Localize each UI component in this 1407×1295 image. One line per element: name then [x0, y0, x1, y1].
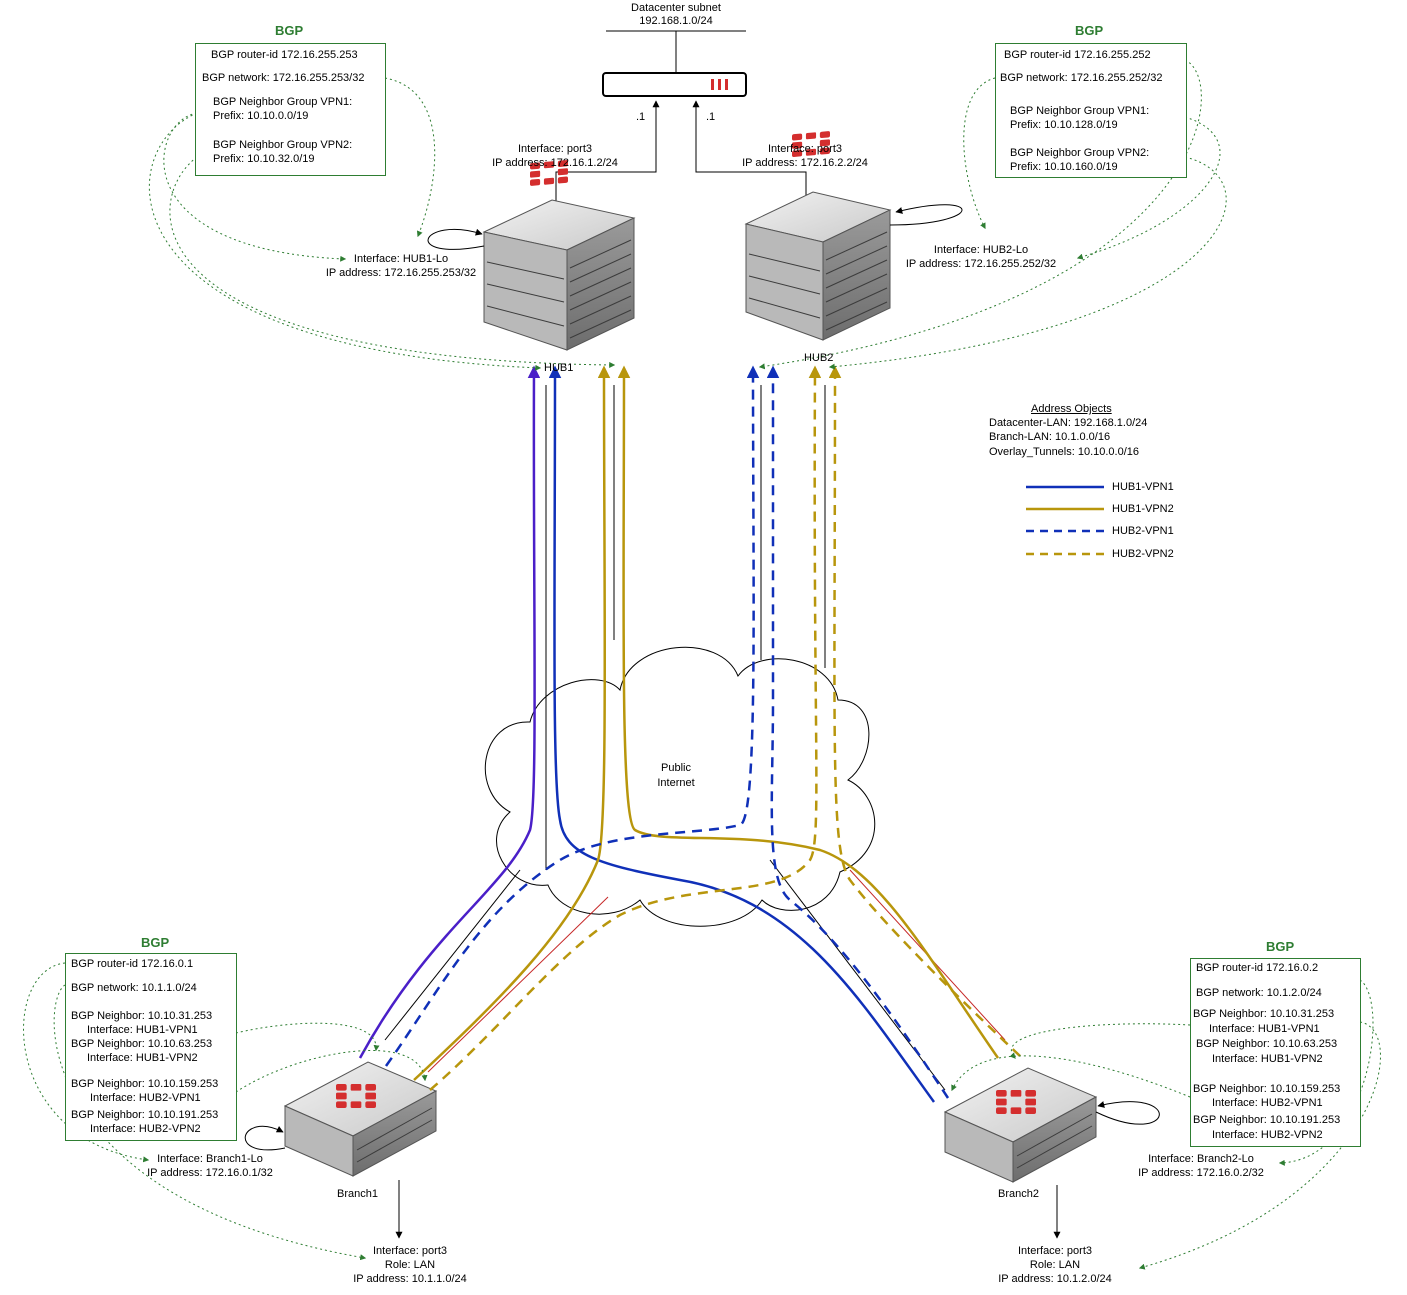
address-object-item: Branch-LAN: 10.1.0.0/16 [989, 431, 1111, 443]
tunnel-hub2-vpn1-branch2 [766, 365, 950, 1099]
tunnel-hub1-vpn2-branch1 [413, 365, 611, 1081]
branch2-name: Branch2 [998, 1188, 1039, 1200]
branch1-bgp-neighbor: BGP Neighbor: 10.10.63.253 [71, 1038, 213, 1050]
fortigate-appliance-icon [943, 1067, 1098, 1183]
hub2-port3-interface: Interface: port3 [768, 143, 842, 155]
hub1-name: HUB1 [544, 362, 574, 374]
legend-label-hub1-vpn2: HUB1-VPN2 [1112, 503, 1174, 515]
fortigate-chassis-icon [482, 159, 636, 351]
branch2-bgp-neighbor: BGP Neighbor: 10.10.63.253 [1196, 1038, 1338, 1050]
branch1-bgp-neighbor-interface: Interface: HUB2-VPN1 [90, 1092, 201, 1104]
branch1-bgp-network: BGP network: 10.1.1.0/24 [71, 982, 197, 994]
branch1-lan-role: Role: LAN [384, 1259, 436, 1271]
hub1-loopback-interface: Interface: HUB1-Lo [353, 253, 449, 265]
tunnel-hub2-vpn2-branch2 [828, 365, 1021, 1057]
branch1-bgp-neighbor: BGP Neighbor: 10.10.191.253 [71, 1109, 219, 1121]
fortigate-appliance-icon [283, 1061, 438, 1177]
legend-label-hub2-vpn1: HUB2-VPN1 [1112, 525, 1174, 537]
hub1-switch-ip-suffix: .1 [636, 111, 646, 123]
hub2-loopback-ip: IP address: 172.16.255.252/32 [905, 258, 1057, 270]
legend-label-hub1-vpn1: HUB1-VPN1 [1112, 481, 1174, 493]
branch2-bgp-neighbor-interface: Interface: HUB1-VPN2 [1212, 1053, 1323, 1065]
branch2-bgp-neighbor-interface: Interface: HUB2-VPN2 [1212, 1129, 1323, 1141]
branch2-bgp-neighbor: BGP Neighbor: 10.10.159.253 [1193, 1083, 1341, 1095]
branch1-bgp-router-id: BGP router-id 172.16.0.1 [71, 958, 194, 970]
hub2-switch-ip-suffix: .1 [706, 111, 716, 123]
datacenter-subnet-title: Datacenter subnet [631, 2, 721, 14]
hub2-bgp-router-id: BGP router-id 172.16.255.252 [1004, 49, 1151, 61]
branch1-bgp-box: BGP router-id 172.16.0.1 BGP network: 10… [65, 953, 237, 1141]
branch1-bgp-title: BGP [141, 935, 170, 950]
branch2-loopback-loop [1095, 1101, 1160, 1125]
hub1-bgp-title: BGP [275, 23, 304, 38]
branch1-loopback-loop [244, 1125, 286, 1151]
hub1-bgp-group2-prefix: Prefix: 10.10.32.0/19 [213, 153, 315, 165]
hub1-bgp-group2: BGP Neighbor Group VPN2: [213, 139, 353, 151]
tunnel-hub1-vpn1-branch2 [548, 365, 936, 1103]
branch1-loopback-ip: IP address: 172.16.0.1/32 [147, 1167, 273, 1179]
address-object-item: Datacenter-LAN: 192.168.1.0/24 [989, 417, 1148, 429]
branch2-bgp-neighbor-interface: Interface: HUB2-VPN1 [1212, 1097, 1323, 1109]
hub1-bgp-router-id: BGP router-id 172.16.255.253 [211, 49, 358, 61]
branch2-bgp-router-id: BGP router-id 172.16.0.2 [1196, 962, 1319, 974]
hub1-port3-ip: IP address: 172.16.1.2/24 [492, 157, 618, 169]
branch1-bgp-neighbor: BGP Neighbor: 10.10.159.253 [71, 1078, 219, 1090]
hub1-port3-interface: Interface: port3 [518, 143, 592, 155]
hub2-loopback-interface: Interface: HUB2-Lo [933, 244, 1029, 256]
branch1-name: Branch1 [337, 1188, 378, 1200]
hub1-bgp-network: BGP network: 172.16.255.253/32 [202, 72, 365, 84]
legend-label-hub2-vpn2: HUB2-VPN2 [1112, 548, 1174, 560]
address-objects-title: Address Objects [1031, 403, 1112, 415]
hub1-loopback-loop [427, 228, 485, 250]
hub2-bgp-group1: BGP Neighbor Group VPN1: [1010, 105, 1150, 117]
hub1-loopback-ip: IP address: 172.16.255.253/32 [325, 267, 477, 279]
tunnel-hub1-vpn2-branch2 [617, 365, 1000, 1059]
cloud-icon [484, 646, 876, 927]
branch1-bgp-neighbor: BGP Neighbor: 10.10.31.253 [71, 1010, 213, 1022]
hub2-bgp-group2-prefix: Prefix: 10.10.160.0/19 [1010, 161, 1118, 173]
hub2-port3-ip: IP address: 172.16.2.2/24 [742, 157, 868, 169]
hub1-bgp-box: BGP router-id 172.16.255.253 BGP network… [195, 43, 386, 176]
hub1-bgp-group1: BGP Neighbor Group VPN1: [213, 96, 353, 108]
bgp-reference-connectors [23, 59, 1381, 1270]
branch2-loopback-ip: IP address: 172.16.0.2/32 [1138, 1167, 1264, 1179]
switch-icon [602, 72, 747, 97]
hub2-port3-link [692, 100, 807, 210]
fortigate-chassis-icon [744, 130, 892, 341]
branch2-bgp-box: BGP router-id 172.16.0.2 BGP network: 10… [1190, 958, 1361, 1147]
hub2-bgp-group1-prefix: Prefix: 10.10.128.0/19 [1010, 119, 1118, 131]
tunnel-hub1-vpn1-branch1 [358, 365, 541, 1059]
branch2-lan-ip: IP address: 10.1.2.0/24 [998, 1273, 1112, 1285]
hub2-bgp-group2: BGP Neighbor Group VPN2: [1010, 147, 1150, 159]
hub1-bgp-group1-prefix: Prefix: 10.10.0.0/19 [213, 110, 309, 122]
branch2-bgp-title: BGP [1266, 939, 1295, 954]
branch2-lan-role: Role: LAN [1029, 1259, 1081, 1271]
branch1-loopback-interface: Interface: Branch1-Lo [157, 1153, 263, 1165]
branch2-lan-interface: Interface: port3 [1018, 1245, 1092, 1257]
hub2-bgp-box: BGP router-id 172.16.255.252 BGP network… [995, 43, 1187, 178]
branch2-bgp-neighbor: BGP Neighbor: 10.10.31.253 [1193, 1008, 1335, 1020]
address-object-item: Overlay_Tunnels: 10.10.0.0/16 [989, 446, 1140, 458]
branch1-bgp-neighbor-interface: Interface: HUB1-VPN2 [87, 1052, 198, 1064]
hub1-port3-link [555, 100, 660, 218]
cloud-label-line2: Internet [657, 777, 695, 789]
tunnel-hub2-vpn2-branch1 [429, 365, 822, 1091]
branch2-bgp-neighbor: BGP Neighbor: 10.10.191.253 [1193, 1114, 1341, 1126]
branch1-lan-ip: IP address: 10.1.1.0/24 [353, 1273, 467, 1285]
branch1-bgp-neighbor-interface: Interface: HUB1-VPN1 [87, 1024, 198, 1036]
tunnel-hub2-vpn1-branch1 [384, 365, 760, 1067]
branch1-bgp-neighbor-interface: Interface: HUB2-VPN2 [90, 1123, 201, 1135]
hub2-bgp-title: BGP [1075, 23, 1104, 38]
hub2-name: HUB2 [804, 352, 834, 364]
datacenter-subnet-value: 192.168.1.0/24 [639, 15, 713, 27]
branch2-bgp-network: BGP network: 10.1.2.0/24 [1196, 987, 1322, 999]
branch1-lan-interface: Interface: port3 [373, 1245, 447, 1257]
hub2-bgp-network: BGP network: 172.16.255.252/32 [1000, 72, 1163, 84]
branch2-bgp-neighbor-interface: Interface: HUB1-VPN1 [1209, 1023, 1320, 1035]
cloud-label-line1: Public [661, 762, 691, 774]
branch2-loopback-interface: Interface: Branch2-Lo [1148, 1153, 1254, 1165]
hub2-loopback-loop [889, 204, 963, 226]
